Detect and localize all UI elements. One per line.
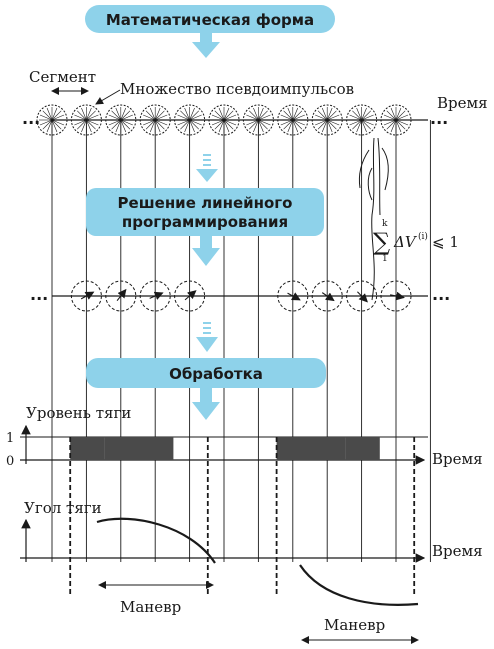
- selected-impulse: [139, 280, 171, 312]
- constraint-formula: ∑ k 1 ΔV (i) ⩽ 1: [373, 219, 459, 264]
- constraint-rel: ⩽ 1: [432, 233, 459, 251]
- lp-box: [86, 188, 324, 236]
- thrust-angle-label: Угол тяги: [24, 499, 102, 517]
- constraint-sum: ∑: [373, 228, 390, 256]
- maneuver-1-label: Маневр: [120, 598, 181, 616]
- pseudo-impulse-set: [36, 104, 412, 136]
- segment-label: Сегмент: [29, 68, 96, 86]
- math-form-box: [85, 5, 335, 33]
- dash-arrow-1: [196, 154, 218, 182]
- pseudo-impulse: [36, 104, 68, 136]
- level-one-label: 1: [6, 431, 14, 446]
- processing-box: [86, 358, 326, 388]
- pseudo-impulses-pointer: [95, 89, 121, 105]
- selected-impulse: [105, 280, 137, 312]
- constraint-sup: k: [382, 219, 388, 229]
- thrust-on-bar: [311, 437, 346, 460]
- dash-arrow-2: [196, 322, 218, 352]
- ellipsis-right-1: ...: [430, 109, 448, 128]
- ellipsis-left-1: ...: [22, 109, 40, 128]
- flow-arrow-1: [192, 33, 220, 58]
- pseudo-impulses-label: Множество псевдоимпульсов: [120, 80, 354, 98]
- level-zero-label: 0: [6, 454, 14, 469]
- thrust-angle-curve-2: [299, 564, 419, 606]
- thrust-on-bar: [139, 437, 174, 460]
- selected-impulse: [277, 280, 309, 312]
- pseudo-impulse: [380, 104, 412, 136]
- lp-label-line1: Решение линейного: [118, 194, 293, 212]
- selected-impulse: [174, 280, 206, 312]
- pseudo-impulse: [208, 104, 240, 136]
- lp-label-line2: программирования: [122, 213, 288, 231]
- pseudo-impulse: [346, 104, 378, 136]
- ellipsis-right-2: ...: [432, 285, 450, 304]
- constraint-sub: 1: [382, 254, 388, 264]
- math-form-label: Математическая форма: [106, 11, 314, 29]
- thrust-level-label: Уровень тяги: [26, 404, 131, 422]
- selection-sketch: [358, 137, 389, 301]
- pseudo-impulse: [70, 104, 102, 136]
- pseudo-impulse: [139, 104, 171, 136]
- selected-impulse: [346, 280, 378, 312]
- thrust-on-bar: [70, 437, 105, 460]
- maneuver-2-label: Маневр: [324, 616, 385, 634]
- thrust-on-bars: [70, 437, 380, 460]
- time-label-3: Время: [432, 542, 483, 560]
- constraint-expr: ΔV: [393, 233, 418, 251]
- thrust-on-bar: [345, 437, 380, 460]
- constraint-index: (i): [418, 231, 428, 242]
- pseudo-impulse: [311, 104, 343, 136]
- time-label-2: Время: [432, 450, 483, 468]
- ellipsis-left-2: ...: [30, 285, 48, 304]
- time-label-1: Время: [437, 94, 488, 112]
- thrust-angle-curve-1: [96, 517, 216, 564]
- selected-impulse: [311, 280, 343, 312]
- pseudo-impulse: [277, 104, 309, 136]
- selected-impulse: [70, 280, 102, 312]
- processing-label: Обработка: [169, 365, 263, 383]
- maneuver-boundaries: [69, 437, 416, 595]
- selected-impulse-set: [70, 280, 412, 312]
- pseudo-impulse: [174, 104, 206, 136]
- pseudo-impulse: [105, 104, 137, 136]
- flow-arrow-3: [192, 388, 220, 420]
- thrust-on-bar: [104, 437, 139, 460]
- pseudo-impulse: [242, 104, 274, 136]
- selected-impulse: [380, 280, 412, 312]
- thrust-on-bar: [276, 437, 311, 460]
- flow-arrow-2: [192, 236, 220, 266]
